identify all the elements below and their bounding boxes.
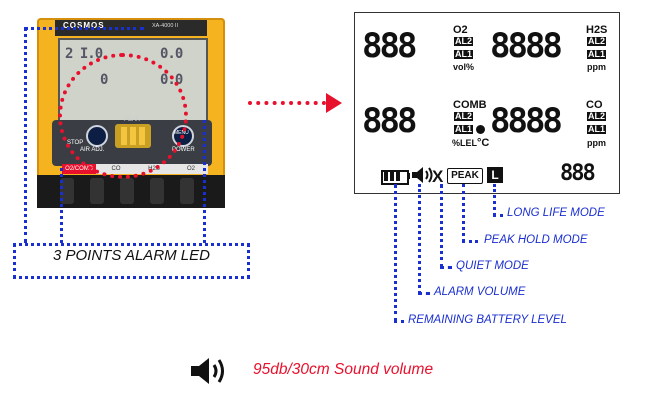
display-highlight-circle: [58, 53, 188, 179]
lcd-co-al1: AL1: [587, 124, 607, 134]
decimal-dot-icon: [476, 125, 485, 134]
lcd-comb-al1: AL1: [454, 124, 474, 134]
arrow-right-icon: [326, 93, 342, 113]
lcd-co-label: CO: [586, 99, 603, 111]
peak-callout-line: [462, 184, 465, 242]
callout-peak-hold-mode: PEAK HOLD MODE: [484, 234, 588, 246]
led-label-4: O2: [186, 166, 195, 172]
battery-bar: [390, 172, 394, 181]
lcd-comb-digits: 888: [362, 101, 417, 141]
alarm-led-label: 3 POINTS ALARM LED: [53, 247, 210, 264]
grip-rib: [90, 178, 104, 204]
device-brand: COSMOS: [63, 21, 105, 30]
lcd-h2s-al1: AL1: [587, 49, 607, 59]
callout-long-life-mode: LONG LIFE MODE: [507, 207, 605, 219]
longlife-callout-tick: [493, 214, 503, 217]
speaker-volume-icon: [412, 167, 433, 183]
battery-bar: [384, 172, 388, 181]
device-screen-reading-1: 2 I.0: [65, 46, 103, 62]
lcd-comb-al2: AL2: [454, 111, 474, 121]
lcd-small-digits: 888: [560, 161, 596, 186]
volume-callout-tick: [418, 292, 430, 295]
quiet-callout-tick: [440, 266, 452, 269]
lcd-o2-digits: 888: [362, 26, 417, 66]
led-label-1: O2/COMB: [62, 164, 96, 174]
volume-callout-line: [418, 184, 421, 294]
long-life-icon: L: [487, 167, 503, 183]
lcd-h2s-al2: AL2: [587, 36, 607, 46]
led-guide-right: [203, 120, 206, 243]
battery-callout-line: [394, 184, 397, 322]
callout-alarm-volume: ALARM VOLUME: [434, 286, 526, 298]
grip-rib: [180, 178, 194, 204]
speaker-icon: [191, 358, 224, 384]
lcd-h2s-unit: ppm: [587, 62, 606, 72]
sound-volume-text: 95db/30cm Sound volume: [253, 361, 434, 378]
led-guide-left: [24, 27, 27, 243]
battery-callout-tick: [394, 320, 404, 323]
longlife-callout-line: [493, 184, 496, 216]
lcd-temp-unit: °C: [477, 137, 490, 149]
lcd-co-digits: 8888: [490, 101, 563, 141]
device-model: XA-4000 II: [152, 23, 178, 29]
lcd-o2-al2: AL2: [454, 36, 474, 46]
lcd-co-al2: AL2: [587, 111, 607, 121]
callout-battery-level: REMAINING BATTERY LEVEL: [408, 314, 567, 326]
lcd-o2-al1: AL1: [454, 49, 474, 59]
lcd-h2s-label: H2S: [586, 24, 608, 36]
lcd-o2-unit: vol%: [453, 62, 475, 72]
quiet-mode-x-icon: X: [432, 167, 444, 186]
led-guide-mid: [60, 168, 63, 243]
lcd-segment-diagram: [354, 12, 620, 194]
callout-quiet-mode: QUIET MODE: [456, 260, 529, 272]
lcd-comb-label: COMB: [453, 99, 487, 111]
lcd-co-unit: ppm: [587, 138, 606, 148]
grip-rib: [120, 178, 134, 204]
alarm-led-label-box: [13, 243, 250, 279]
grip-rib: [60, 178, 74, 204]
peak-hold-icon: PEAK: [447, 168, 483, 184]
grip-rib: [150, 178, 164, 204]
battery-nub: [407, 173, 410, 179]
device-screen-reading-2: 0.0: [160, 46, 183, 62]
battery-bar: [396, 172, 400, 181]
lcd-h2s-digits: 8888: [490, 26, 563, 66]
lcd-o2-label: O2: [453, 24, 468, 36]
lcd-comb-unit: %LEL: [452, 138, 478, 148]
power-label: POWER: [172, 147, 195, 153]
quiet-callout-line: [440, 184, 443, 268]
peak-callout-tick: [462, 240, 478, 243]
led-guide-top: [24, 27, 144, 30]
arrow-shaft: [248, 101, 326, 105]
